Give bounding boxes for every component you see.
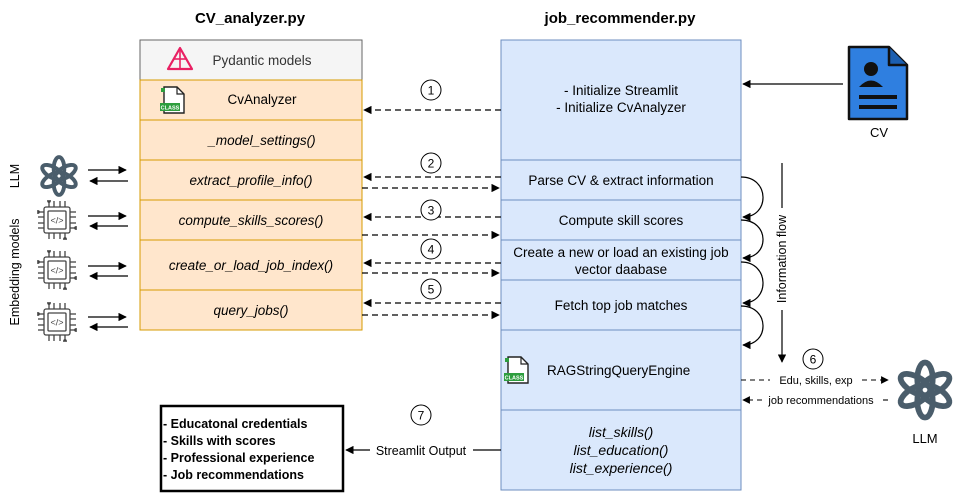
right-title: job_recommender.py [544, 10, 697, 27]
method-create-or-load-job-index: create_or_load_job_index() [169, 258, 333, 273]
chip-glyphs: </> </> </> [50, 216, 63, 328]
method-compute-skills-scores: compute_skills_scores() [179, 213, 324, 228]
chip-glyph-1: </> [50, 216, 63, 226]
rag-query-engine-class: RAGStringQueryEngine [547, 363, 690, 378]
left-arrows [88, 165, 128, 332]
step-parse-cv: Parse CV & extract information [528, 173, 713, 188]
module-arrows [362, 105, 501, 320]
llm-exchange-arrows [741, 376, 889, 404]
cv-analyzer-module: Pydantic models CLASS CvAnalyzer _model_… [139, 39, 363, 331]
embedding-models-label: Embedding models [8, 218, 22, 325]
step-compute-skill-scores: Compute skill scores [559, 213, 684, 228]
class-badge-label: CLASS [161, 106, 180, 112]
output-item: - Skills with scores [163, 434, 276, 448]
step-number-3: 3 [428, 204, 435, 218]
rag-class-badge-label: CLASS [505, 376, 524, 382]
func-list-skills: list_skills() [589, 424, 654, 440]
pydantic-logo-icon [166, 46, 194, 71]
from-llm-label: job recommendations [767, 395, 874, 407]
init-cvanalyzer: - Initialize CvAnalyzer [556, 100, 686, 115]
step-circles: 1 2 3 4 5 6 7 [410, 79, 824, 426]
information-flow-arrows [740, 163, 787, 363]
streamlit-output-label: Streamlit Output [376, 444, 467, 458]
step-number-1: 1 [428, 84, 435, 98]
class-file-icon: CLASS [160, 86, 185, 114]
method-model-settings: _model_settings() [206, 133, 315, 148]
information-flow-label: Information flow [775, 214, 789, 303]
pydantic-header: Pydantic models [212, 53, 311, 68]
llm-right-label: LLM [912, 431, 937, 446]
step-create-job-db-line1: Create a new or load an existing job [513, 245, 728, 260]
cv-document-icon [847, 45, 909, 121]
step-number-5: 5 [428, 283, 435, 297]
step-fetch-top-jobs: Fetch top job matches [555, 298, 688, 313]
method-extract-profile-info: extract_profile_info() [189, 173, 312, 188]
step-number-2: 2 [428, 157, 435, 171]
step-number-4: 4 [428, 243, 435, 257]
method-query-jobs: query_jobs() [213, 303, 288, 318]
left-title: CV_analyzer.py [195, 10, 306, 27]
init-streamlit: - Initialize Streamlit [564, 83, 678, 98]
step-number-6: 6 [810, 353, 817, 367]
func-list-experience: list_experience() [570, 460, 673, 476]
step-number-7: 7 [418, 409, 425, 423]
output-item: - Educatonal credentials [163, 417, 308, 431]
output-item: - Professional experience [163, 451, 315, 465]
chip-glyph-2: </> [50, 266, 63, 276]
chip-glyph-3: </> [50, 318, 63, 328]
cv-label: CV [870, 125, 888, 140]
openai-logo-icon-right [897, 362, 952, 417]
to-llm-label: Edu, skills, exp [779, 375, 852, 387]
func-list-education: list_education() [574, 442, 669, 458]
llm-left-label: LLM [8, 164, 22, 188]
job-recommender-module: - Initialize Streamlit - Initialize CvAn… [500, 39, 742, 491]
openai-logo-icon-left [37, 155, 81, 197]
output-box [159, 404, 345, 493]
rag-class-file-icon: CLASS [504, 356, 529, 384]
output-item: - Job recommendations [163, 468, 304, 482]
cv-analyzer-class: CvAnalyzer [227, 92, 297, 107]
step-create-job-db-line2: vector daabase [575, 262, 667, 277]
output-box-lines: - Educatonal credentials - Skills with s… [163, 417, 315, 482]
